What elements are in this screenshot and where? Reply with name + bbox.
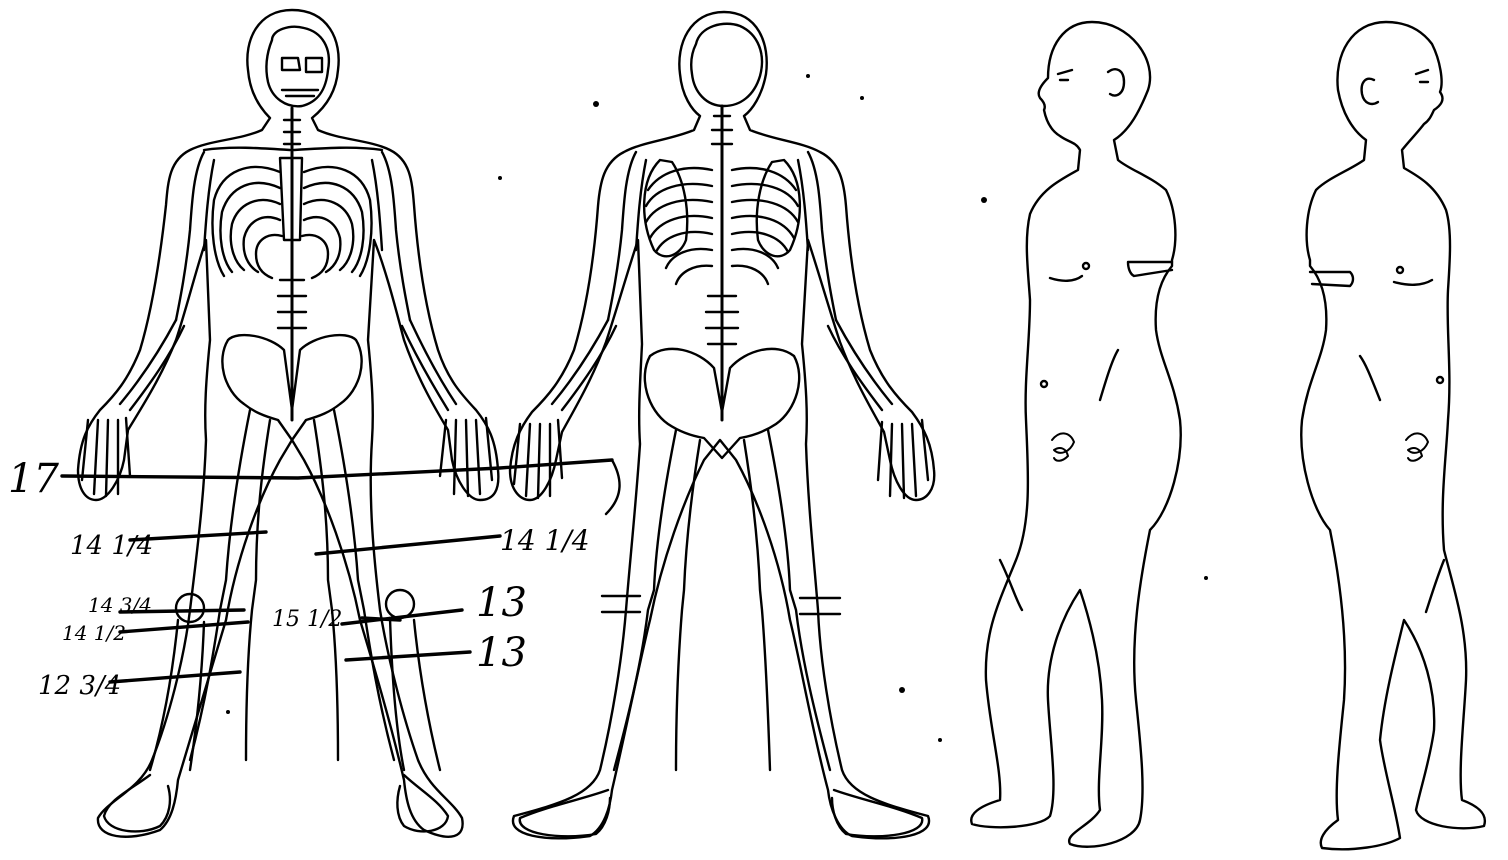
annotation-17: 17	[8, 456, 59, 502]
line-14q-right	[316, 536, 500, 554]
line-17	[62, 460, 612, 478]
line-12	[110, 672, 240, 682]
annotation-14q-right: 14 1/4	[500, 524, 590, 557]
line-14h	[120, 622, 248, 632]
annotation-15h: 15 1/2	[272, 607, 342, 632]
annotation-14h: 14 1/2	[62, 621, 126, 645]
body-side-right-figure	[1301, 22, 1485, 849]
line-13-lower	[346, 652, 470, 660]
measurement-lines	[62, 460, 620, 682]
line-17-tail	[606, 460, 620, 514]
annotation-14q-left: 14 1/4	[70, 531, 153, 561]
annotation-13-upper: 13	[476, 580, 527, 626]
skeleton-back-figure	[510, 12, 934, 838]
annotation-13-lower: 13	[476, 630, 527, 676]
body-side-left-pubic-scribble	[1052, 433, 1074, 460]
body-side-left-figure	[971, 22, 1180, 847]
line-13-upper-ticks	[362, 618, 400, 620]
skeleton-front-figure	[78, 10, 498, 837]
body-side-right-pubic-scribble	[1406, 433, 1428, 460]
annotation-14b: 14 3/4	[88, 593, 152, 617]
annotation-12: 12 3/4	[38, 671, 121, 701]
